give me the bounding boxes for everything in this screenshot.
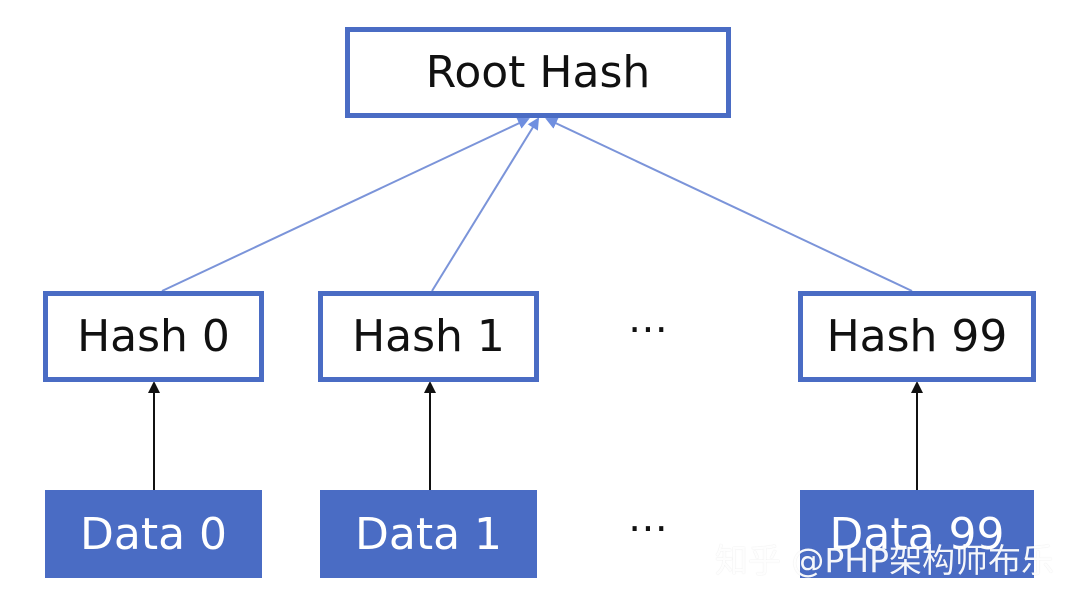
data-ellipsis: ⋯ xyxy=(628,505,668,551)
hash-node-1-label: Hash 1 xyxy=(352,311,505,362)
hash-node-1: Hash 1 xyxy=(318,291,539,382)
hash-node-0-label: Hash 0 xyxy=(77,311,230,362)
data-node-0-label: Data 0 xyxy=(79,508,228,560)
root-hash-node: Root Hash xyxy=(345,27,731,118)
hash-node-99-label: Hash 99 xyxy=(826,311,1008,362)
data-node-1: Data 1 xyxy=(320,490,537,578)
data-node-99-label: Data 99 xyxy=(829,508,1005,560)
edge-hash99-root xyxy=(545,117,913,292)
data-node-99: Data 99 xyxy=(800,490,1034,578)
data-node-0: Data 0 xyxy=(45,490,262,578)
hash-node-99: Hash 99 xyxy=(798,291,1036,382)
root-hash-label: Root Hash xyxy=(425,47,651,98)
hash-node-0: Hash 0 xyxy=(43,291,264,382)
hash-ellipsis: ⋯ xyxy=(628,306,668,352)
edge-hash1-root xyxy=(431,117,540,292)
data-node-1-label: Data 1 xyxy=(354,508,503,560)
watermark-text: 知乎 @PHP架构师布乐 xyxy=(714,541,1054,580)
edge-hash0-root xyxy=(161,117,530,292)
